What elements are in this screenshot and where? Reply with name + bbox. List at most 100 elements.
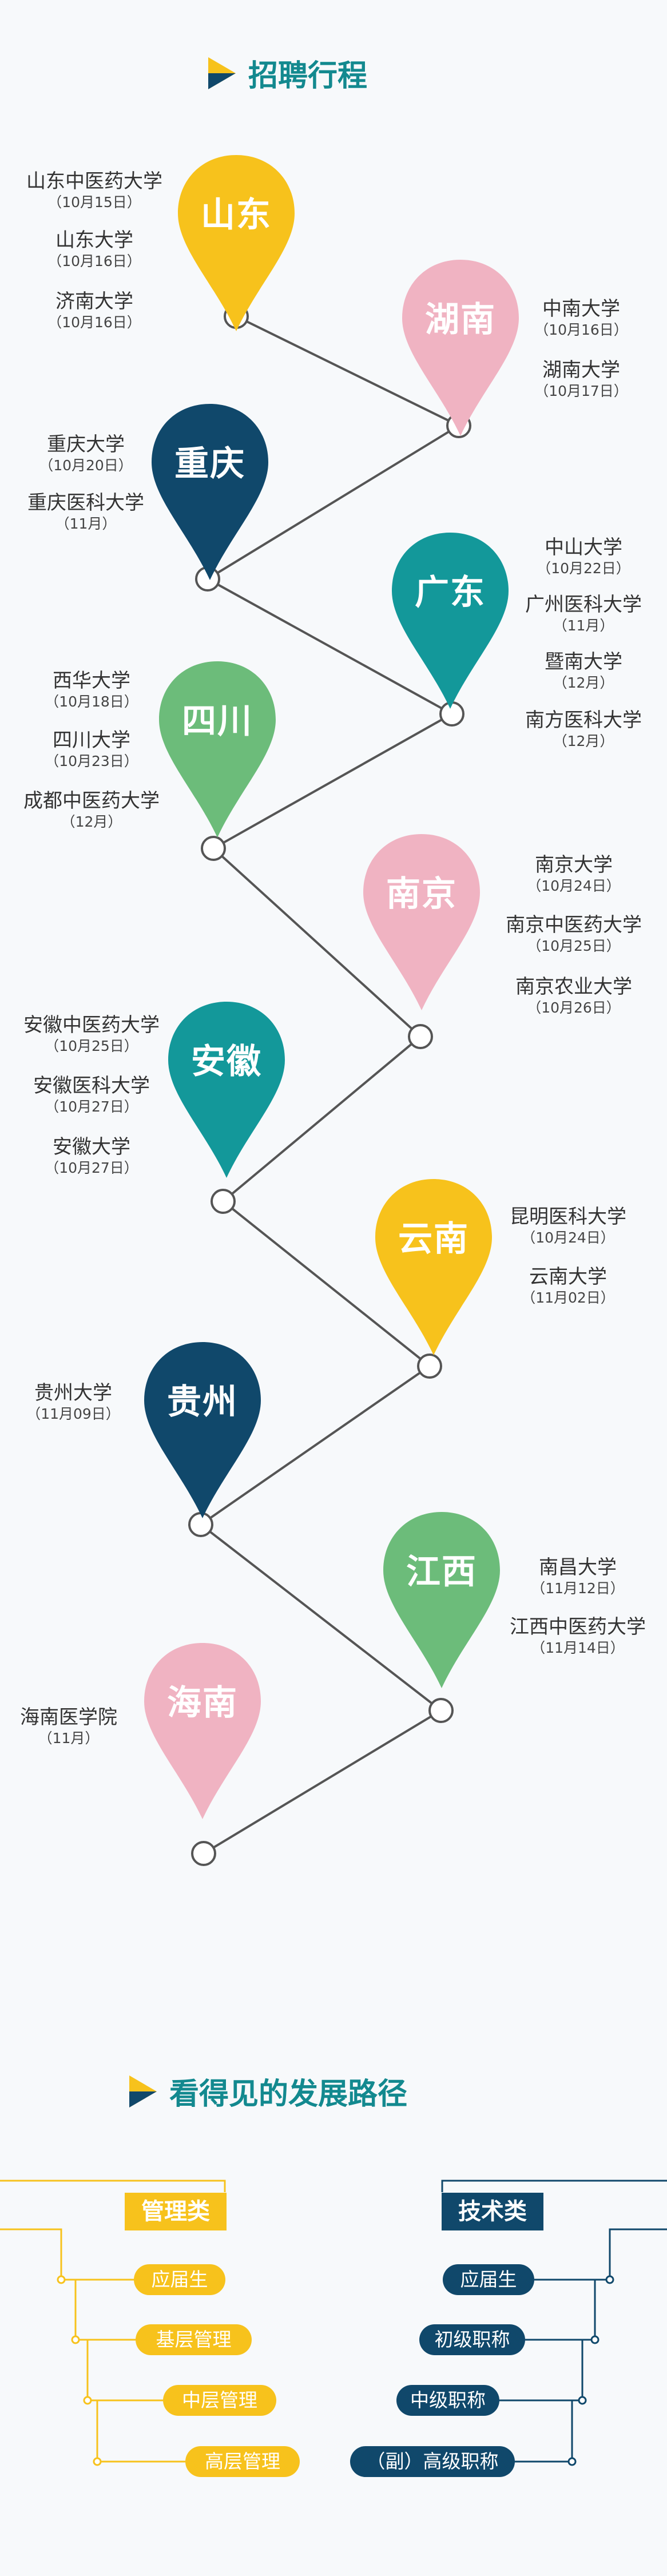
visit-date: （11月14日） (531, 1640, 625, 1656)
visit-date: （10月25日） (45, 1038, 138, 1054)
technical-stage: （副）高级职称 (350, 2446, 515, 2477)
map-pin-icon (402, 260, 519, 436)
visit-date: （10月24日） (527, 878, 621, 894)
region-name: 贵州 (167, 1382, 238, 1422)
region-pin: 重庆 (148, 400, 272, 584)
region-pin: 湖南 (399, 256, 522, 439)
university-entry: 南京大学 （10月24日） (482, 852, 665, 895)
visit-date: （10月18日） (45, 693, 138, 710)
university-name: 南京大学 (535, 854, 613, 876)
university-name: 暨南大学 (545, 650, 622, 673)
university-name: 海南医学院 (20, 1706, 117, 1729)
university-entry: 济南大学（10月16日） (3, 289, 186, 331)
university-name: 云南大学 (529, 1265, 607, 1288)
university-entry: 昆明医科大学（10月24日） (477, 1204, 660, 1247)
region-pin: 江西 (380, 1509, 503, 1692)
management-stage: 高层管理 (185, 2446, 300, 2477)
visit-date: （12月） (61, 813, 122, 830)
visit-date: （10月27日） (45, 1098, 138, 1115)
visit-date: （10月27日） (45, 1160, 138, 1176)
route-node (408, 1024, 433, 1049)
visit-date: （10月24日） (521, 1229, 615, 1246)
university-name: 安徽大学 (53, 1136, 130, 1158)
region-name: 重庆 (174, 444, 245, 484)
university-entry: 云南大学（11月02日） (477, 1264, 660, 1307)
map-pin-icon (392, 533, 509, 709)
section-title-recruitment: 招聘行程 (206, 51, 367, 94)
university-entry: 成都中医药大学（12月） (0, 788, 183, 831)
university-name: 山东大学 (55, 229, 133, 252)
university-name: 重庆医科大学 (27, 491, 144, 514)
map-pin-icon (144, 1342, 261, 1518)
region-pin: 四川 (156, 658, 279, 841)
route-node (201, 836, 226, 861)
university-entry: 四川大学（10月23日） (0, 728, 183, 770)
visit-date: （10月16日） (534, 321, 628, 338)
section-title-text: 看得见的发展路径 (169, 2077, 408, 2111)
visit-date: （10月16日） (47, 253, 141, 269)
university-entry: 南京农业大学（10月26日） (482, 974, 665, 1017)
section-title-text: 招聘行程 (248, 59, 368, 93)
route-node (211, 1189, 236, 1214)
region-name: 云南 (398, 1219, 469, 1259)
technical-stage: 初级职称 (419, 2324, 525, 2355)
university-entry: 安徽大学 （10月27日） (0, 1134, 183, 1177)
university-entry: 重庆医科大学（11月） (0, 490, 177, 533)
section-title-career: 看得见的发展路径 (127, 2070, 407, 2113)
university-entry: 广州医科大学（11月） (492, 592, 667, 634)
university-entry: 江西中医药大学 （11月14日） (486, 1614, 667, 1657)
visit-date: （10月26日） (527, 999, 621, 1016)
visit-date: （10月16日） (47, 314, 141, 331)
university-name: 成都中医药大学 (23, 789, 160, 812)
university-name: 南京农业大学 (515, 975, 632, 998)
route-node (428, 1698, 454, 1723)
region-pin: 南京 (360, 831, 483, 1014)
university-name: 济南大学 (55, 290, 133, 313)
university-entry: 湖南大学（10月17日） (490, 358, 667, 400)
map-pin-icon (144, 1643, 261, 1819)
university-name: 四川大学 (53, 729, 130, 752)
university-name: 中南大学 (542, 297, 620, 320)
university-entry: 山东中医药大学（10月15日） (3, 169, 186, 211)
university-entry: 安徽医科大学（10月27日） (0, 1073, 183, 1116)
route-node (191, 1841, 216, 1866)
map-pin-icon (178, 155, 295, 331)
visit-date: （11月） (553, 617, 614, 634)
management-stage: 中层管理 (163, 2385, 276, 2416)
region-name: 海南 (167, 1683, 238, 1723)
university-name: 湖南大学 (542, 359, 620, 382)
visit-date: （11月） (55, 515, 117, 532)
region-name: 四川 (182, 701, 253, 741)
university-entry: 南京中医药大学 （10月25日） (482, 912, 665, 955)
visit-date: （10月22日） (537, 560, 630, 577)
map-pin-icon (375, 1179, 492, 1355)
university-entry: 南昌大学（11月12日） (486, 1555, 667, 1597)
university-entry: 中南大学（10月16日） (490, 296, 667, 339)
management-stage: 基层管理 (136, 2324, 252, 2355)
university-entry: 重庆大学（10月20日） (0, 432, 177, 474)
visit-date: （10月25日） (527, 938, 621, 954)
university-name: 南昌大学 (539, 1556, 617, 1579)
university-name: 南京中医药大学 (506, 914, 642, 936)
region-name: 湖南 (425, 300, 496, 340)
play-arrow-icon (208, 57, 236, 89)
region-pin: 安徽 (165, 998, 288, 1181)
visit-date: （10月15日） (47, 194, 141, 211)
visit-date: （11月02日） (521, 1289, 615, 1306)
visit-date: （11月） (38, 1730, 100, 1747)
region-pin: 山东 (174, 152, 298, 335)
university-entry: 贵州大学 （11月09日） (0, 1380, 165, 1423)
university-name: 昆明医科大学 (510, 1205, 626, 1228)
region-name: 南京 (386, 874, 457, 914)
university-name: 南方医科大学 (525, 709, 642, 732)
university-name: 贵州大学 (34, 1382, 112, 1404)
region-name: 江西 (406, 1552, 477, 1592)
university-name: 江西中医药大学 (510, 1616, 646, 1638)
visit-date: （11月09日） (26, 1406, 120, 1422)
visit-date: （10月20日） (39, 457, 133, 474)
university-name: 重庆大学 (47, 433, 125, 456)
university-entry: 中山大学（10月22日） (492, 535, 667, 577)
technical-stage: 应届生 (443, 2264, 534, 2295)
visit-date: （11月12日） (531, 1580, 625, 1597)
map-pin-icon (363, 834, 480, 1010)
